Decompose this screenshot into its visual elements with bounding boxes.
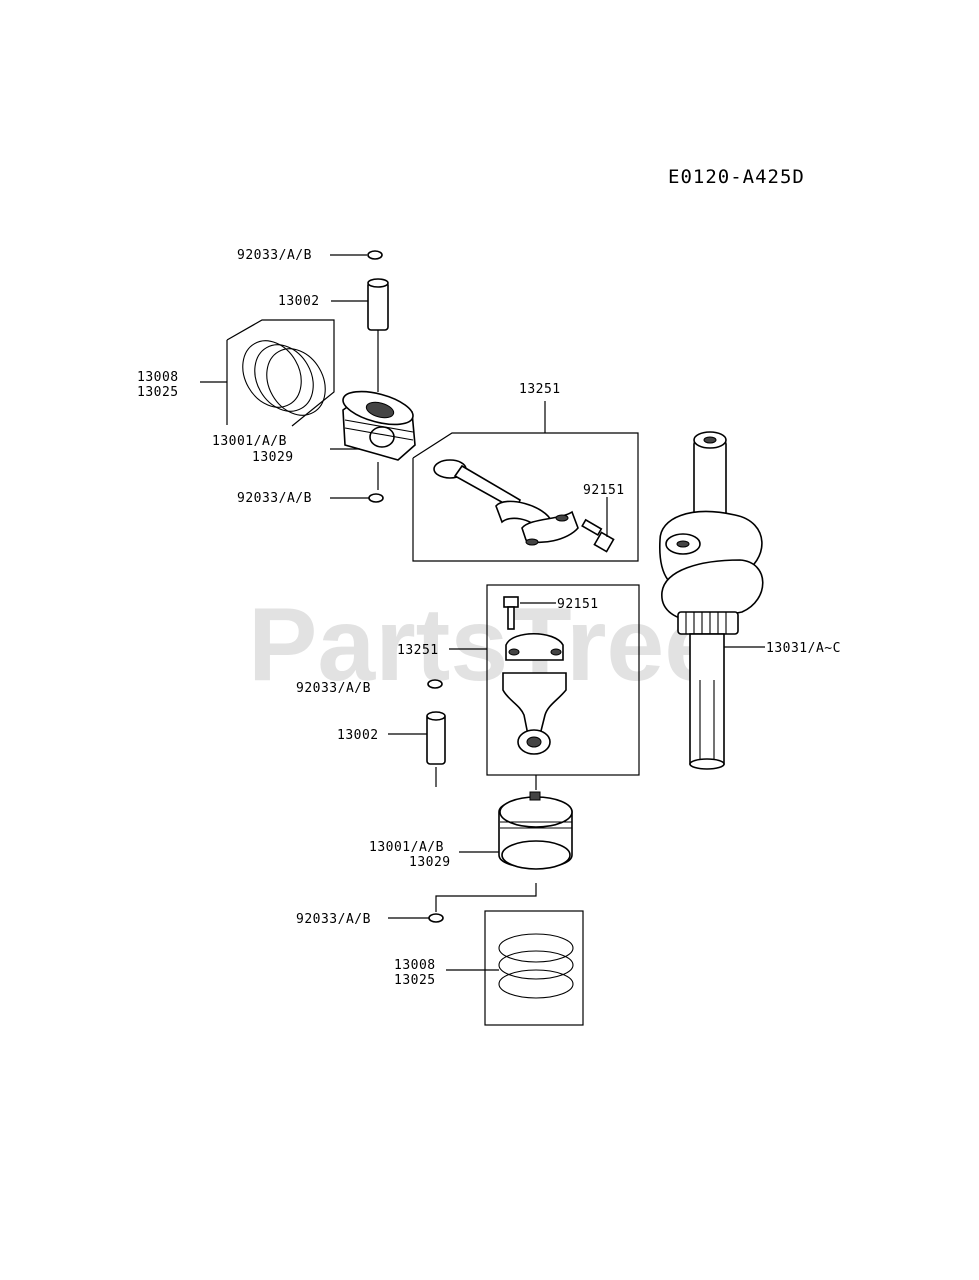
label-circlip-top-2[interactable]: 92033/A/B — [237, 491, 312, 506]
circlip-bottom-2[interactable] — [428, 913, 444, 923]
label-circlip-bottom-2[interactable]: 92033/A/B — [296, 912, 371, 927]
connecting-rod-bottom[interactable] — [502, 633, 567, 755]
watermark: PartsTree — [248, 587, 722, 703]
connecting-rod-top[interactable] — [433, 459, 579, 546]
ring-set-bottom-frame — [484, 910, 584, 1026]
label-bolt-bottom[interactable]: 92151 — [557, 597, 599, 612]
circlip-top-1[interactable] — [367, 250, 383, 260]
label-ring-set-top-2[interactable]: 13025 — [137, 385, 179, 400]
circlip-top-2[interactable] — [368, 493, 384, 503]
label-ring-set-top-1[interactable]: 13008 — [137, 370, 179, 385]
label-pin-bottom[interactable]: 13002 — [337, 728, 379, 743]
label-ring-set-bottom-1[interactable]: 13008 — [394, 958, 436, 973]
label-pin-top[interactable]: 13002 — [278, 294, 320, 309]
piston-rings-bottom[interactable] — [498, 933, 574, 999]
label-rod-top[interactable]: 13251 — [519, 382, 561, 397]
label-piston-bottom-2[interactable]: 13029 — [409, 855, 451, 870]
leader-piston-to-circlip-bottom — [435, 883, 537, 912]
circlip-bottom-1[interactable] — [427, 679, 443, 689]
piston-pin-top[interactable] — [367, 278, 389, 331]
label-circlip-top-1[interactable]: 92033/A/B — [237, 248, 312, 263]
label-ring-set-bottom-2[interactable]: 13025 — [394, 973, 436, 988]
label-piston-top-2[interactable]: 13029 — [252, 450, 294, 465]
piston-rings-top[interactable] — [231, 330, 337, 426]
ring-set-top-frame — [226, 319, 335, 427]
label-piston-top-1[interactable]: 13001/A/B — [212, 434, 287, 449]
rod-bottom-frame — [486, 584, 640, 776]
label-piston-bottom-1[interactable]: 13001/A/B — [369, 840, 444, 855]
label-bolt-top[interactable]: 92151 — [583, 483, 625, 498]
piston-bottom[interactable] — [498, 791, 573, 870]
diagram-code: E0120-A425D — [668, 166, 805, 188]
piston-top[interactable] — [340, 385, 417, 461]
rod-top-frame — [412, 432, 639, 562]
bolt-bottom[interactable] — [503, 596, 519, 630]
piston-pin-bottom[interactable] — [426, 711, 446, 765]
bolt-top[interactable] — [581, 518, 615, 553]
label-circlip-bottom-1[interactable]: 92033/A/B — [296, 681, 371, 696]
label-rod-bottom[interactable]: 13251 — [397, 643, 439, 658]
crankshaft[interactable] — [659, 431, 764, 770]
label-crankshaft[interactable]: 13031/A~C — [766, 641, 841, 656]
